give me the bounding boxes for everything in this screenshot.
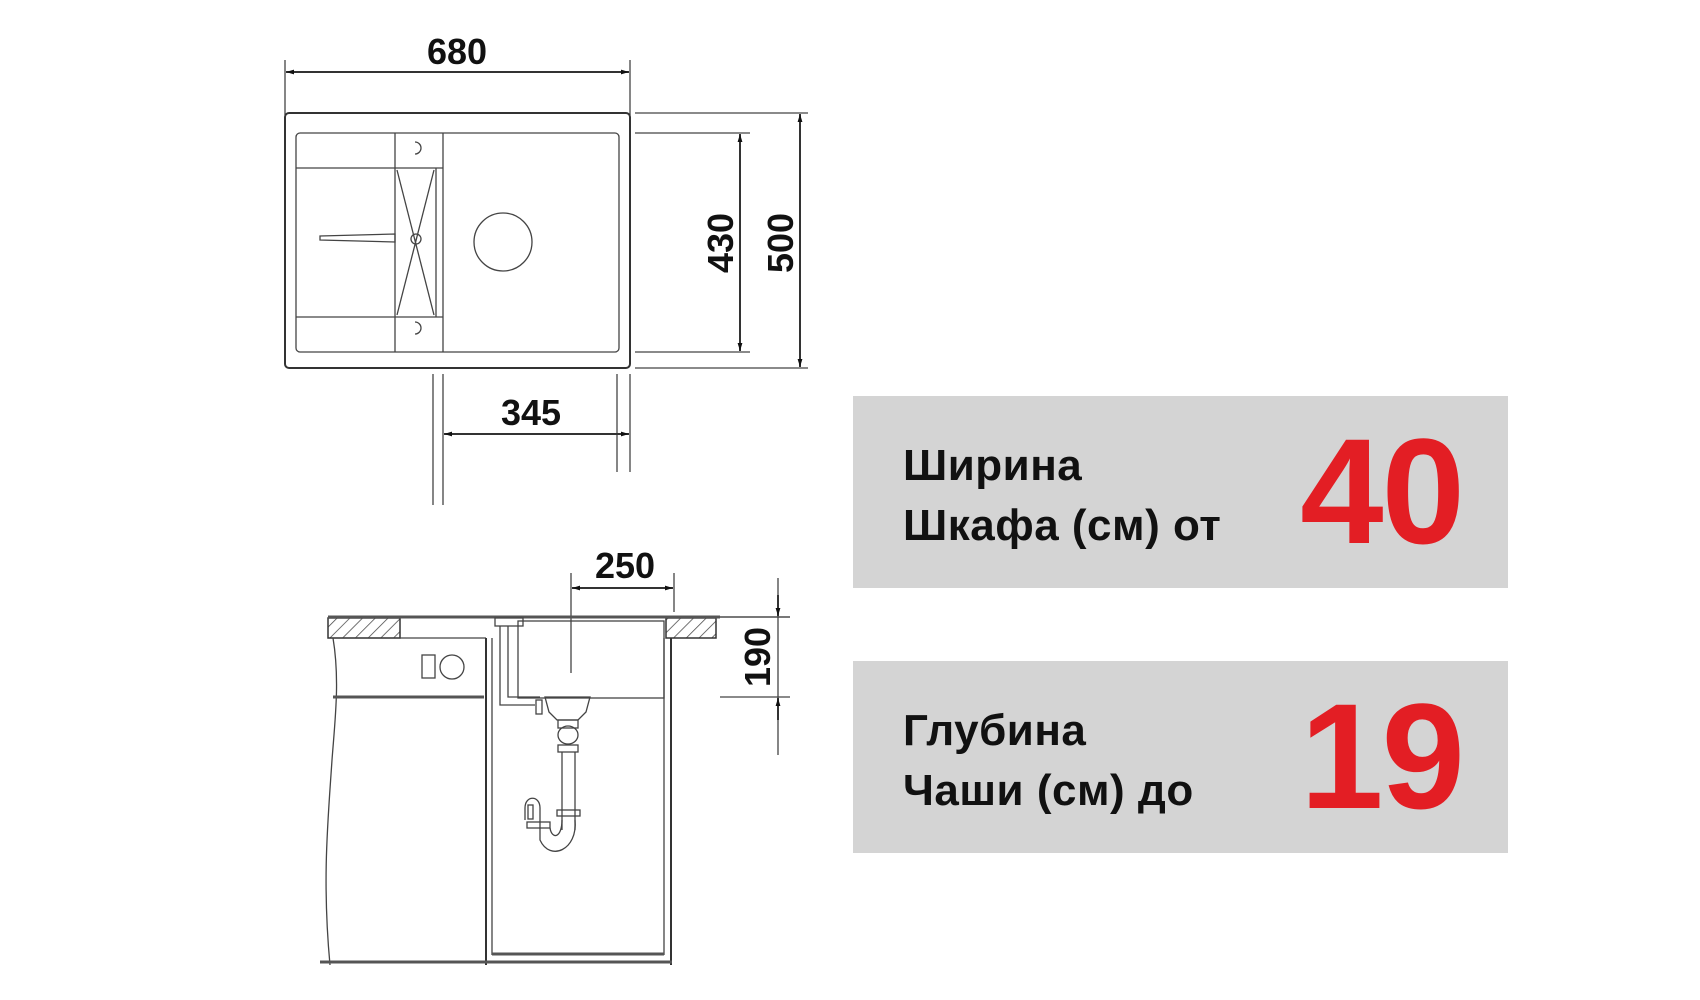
drain-offset-label: 345 [501,392,561,433]
bowl-depth-text-label: Глубина Чаши (см) до [903,706,1194,815]
drain-hole-icon [473,212,533,272]
dimension-drain-345: 345 [432,374,631,505]
info-card-cabinet-width: Ширина Шкафа (см) от 40 [853,396,1508,588]
side-view: 250 [320,545,790,966]
bowl-depth-value: 19 [1300,672,1465,840]
countertop-left [327,617,401,639]
dimension-drain-250: 250 [570,545,675,673]
cabinet-width-value: 40 [1300,407,1465,575]
top-view: 680 430 500 [284,31,808,505]
bowl-depth-label: 190 [737,627,778,687]
depth-total-label: 500 [760,213,801,273]
width-label: 680 [427,31,487,72]
countertop-right [665,617,717,639]
pivot-icon [410,233,422,245]
dimension-depth-190: 190 [720,578,790,755]
dimension-width-680: 680 [284,31,631,115]
socket-icon [439,654,465,680]
depth-bowl-label: 430 [700,213,741,273]
cabinet-width-label: Ширина Шкафа (см) от [903,441,1222,550]
sink-bowl [517,620,665,699]
info-card-bowl-depth: Глубина Чаши (см) до 19 [853,661,1508,853]
sink-outline [284,112,631,369]
drain-offset-side-label: 250 [595,545,655,586]
dimension-depth: 430 500 [635,112,808,369]
